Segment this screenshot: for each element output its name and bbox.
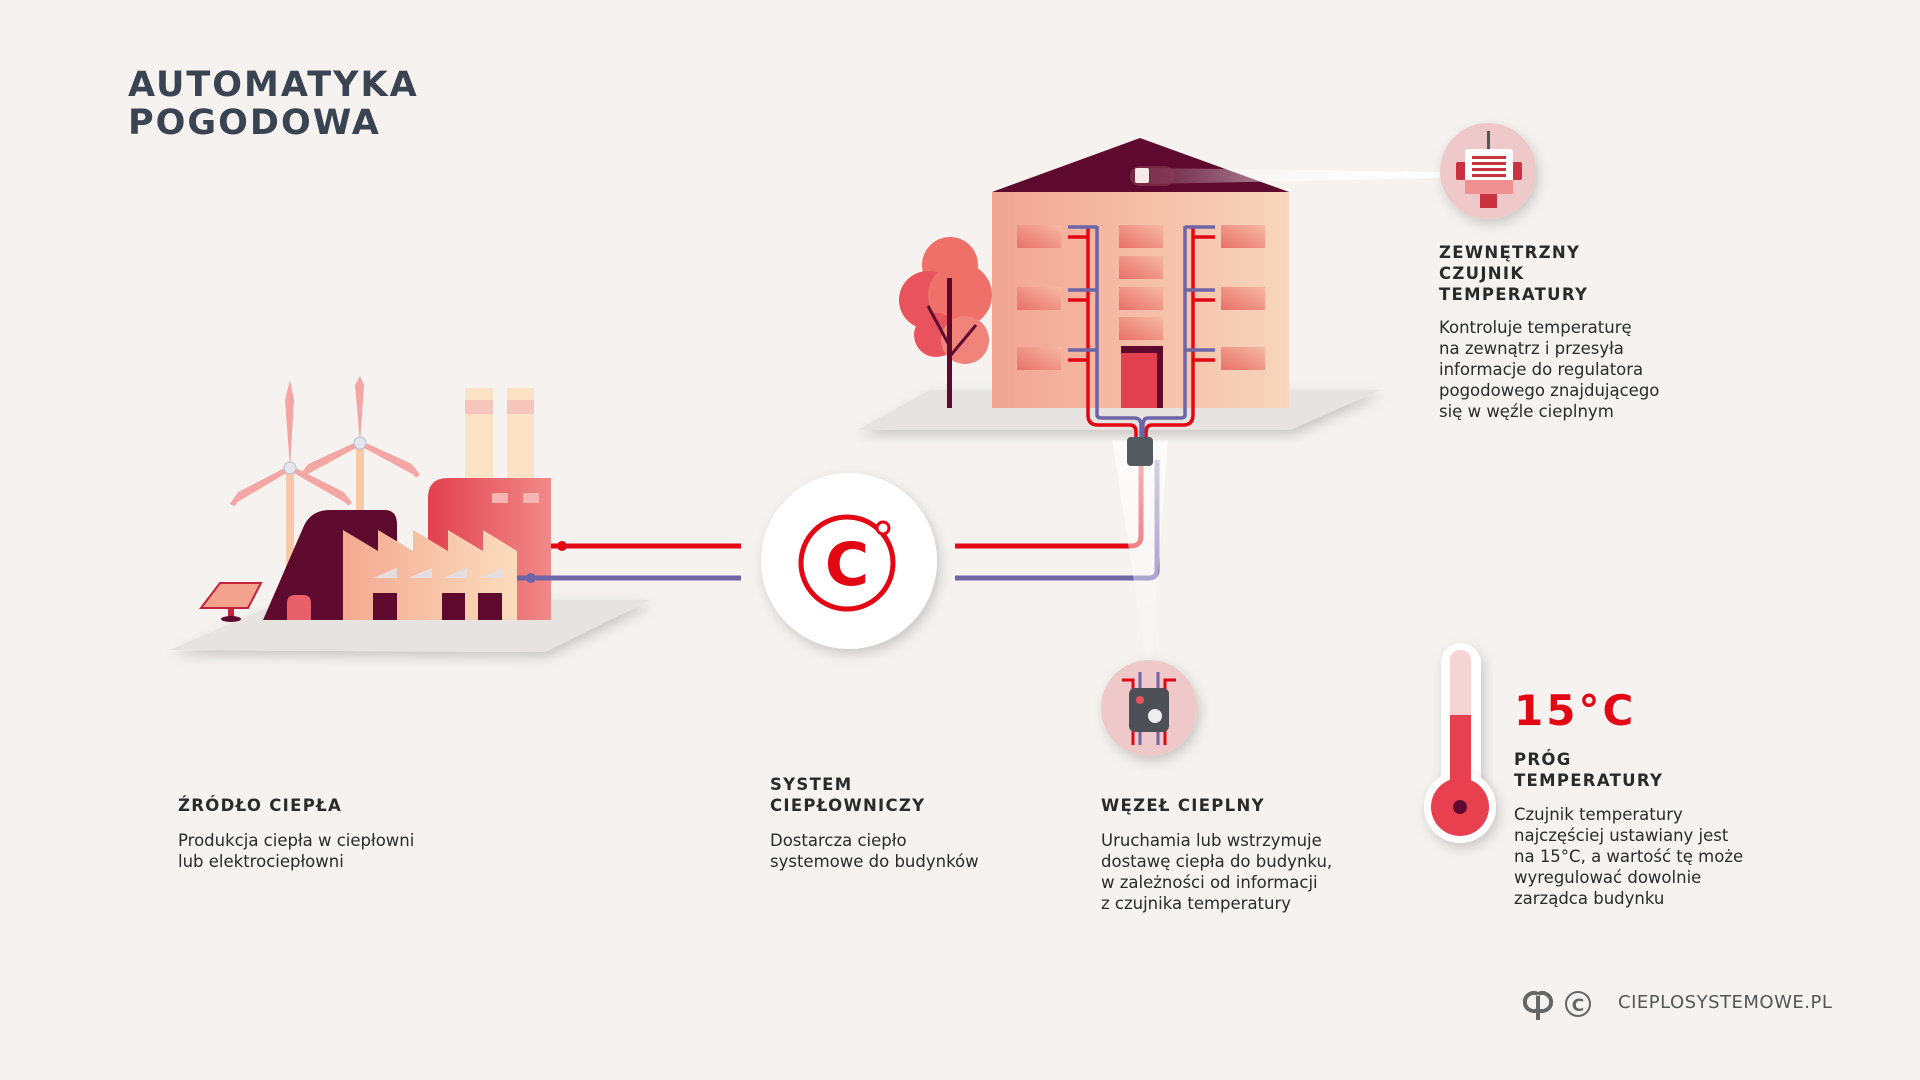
district-heating-logo-icon: C bbox=[761, 473, 937, 649]
heat-source-illustration bbox=[170, 376, 650, 652]
system-description: Dostarcza ciepło systemowe do budynków bbox=[770, 831, 979, 871]
title-line-2: POGODOWA bbox=[128, 103, 381, 143]
source-section: ŹRÓDŁO CIEPŁA Produkcja ciepła w ciepłow… bbox=[178, 795, 414, 872]
building-window bbox=[1119, 225, 1163, 248]
heat-node-box bbox=[1127, 437, 1153, 466]
node-section: WĘZEŁ CIEPLNY Uruchamia lub wstrzymuje d… bbox=[1101, 795, 1332, 914]
title-line-1: AUTOMATYKA bbox=[128, 65, 419, 105]
tree-icon bbox=[899, 237, 992, 408]
building-window bbox=[1119, 256, 1163, 279]
building-window bbox=[1119, 317, 1163, 340]
page-title: AUTOMATYKA POGODOWA bbox=[128, 66, 419, 142]
copyright-c-logo-icon: C bbox=[1565, 991, 1591, 1017]
building-window bbox=[1221, 287, 1265, 310]
threshold-heading-2: TEMPERATURY bbox=[1514, 771, 1664, 790]
building-window bbox=[1017, 225, 1061, 248]
supply-pipe bbox=[955, 460, 1144, 549]
svg-text:C: C bbox=[825, 530, 869, 600]
system-heading-2: CIEPŁOWNICZY bbox=[770, 796, 926, 815]
system-section: SYSTEM CIEPŁOWNICZY Dostarcza ciepło sys… bbox=[770, 774, 979, 872]
sensor-section: ZEWNĘTRZNY CZUJNIK TEMPERATURY Kontroluj… bbox=[1439, 242, 1659, 422]
website-link[interactable]: CIEPLOSYSTEMOWE.PL bbox=[1618, 992, 1833, 1013]
building-window bbox=[1221, 347, 1265, 370]
threshold-value: 15°C bbox=[1514, 686, 1637, 735]
system-heading-1: SYSTEM bbox=[770, 775, 853, 794]
svg-text:C: C bbox=[1572, 996, 1584, 1016]
sensor-heading-2: CZUJNIK bbox=[1439, 264, 1525, 283]
building-window bbox=[1119, 287, 1163, 310]
threshold-description: Czujnik temperatury najczęściej ustawian… bbox=[1514, 805, 1744, 908]
building-window bbox=[1221, 225, 1265, 248]
node-description: Uruchamia lub wstrzymuje dostawę ciepła … bbox=[1101, 831, 1333, 913]
threshold-section: 15°C PRÓG TEMPERATURY Czujnik temperatur… bbox=[1514, 686, 1743, 909]
sensor-heading-3: TEMPERATURY bbox=[1439, 285, 1589, 304]
sensor-beam bbox=[1150, 168, 1440, 184]
sensor-heading-1: ZEWNĘTRZNY bbox=[1439, 243, 1581, 262]
solar-panel-icon bbox=[198, 582, 263, 622]
brand-logo-icon bbox=[1522, 991, 1554, 1020]
building-illustration bbox=[857, 138, 1440, 466]
wind-turbine-icon bbox=[229, 380, 352, 618]
building-window bbox=[1017, 347, 1061, 370]
thermometer-icon bbox=[1424, 643, 1496, 843]
building-window bbox=[1017, 287, 1061, 310]
source-heading: ŹRÓDŁO CIEPŁA bbox=[178, 796, 343, 815]
threshold-heading-1: PRÓG bbox=[1514, 750, 1572, 769]
wind-turbine-icon bbox=[300, 376, 420, 543]
outdoor-temperature-sensor-icon bbox=[1440, 123, 1536, 219]
sensor-description: Kontroluje temperaturę na zewnątrz i prz… bbox=[1439, 318, 1660, 421]
source-description: Produkcja ciepła w ciepłowni lub elektro… bbox=[178, 831, 415, 871]
heat-node-icon bbox=[1101, 660, 1197, 756]
node-heading: WĘZEŁ CIEPLNY bbox=[1101, 796, 1265, 815]
